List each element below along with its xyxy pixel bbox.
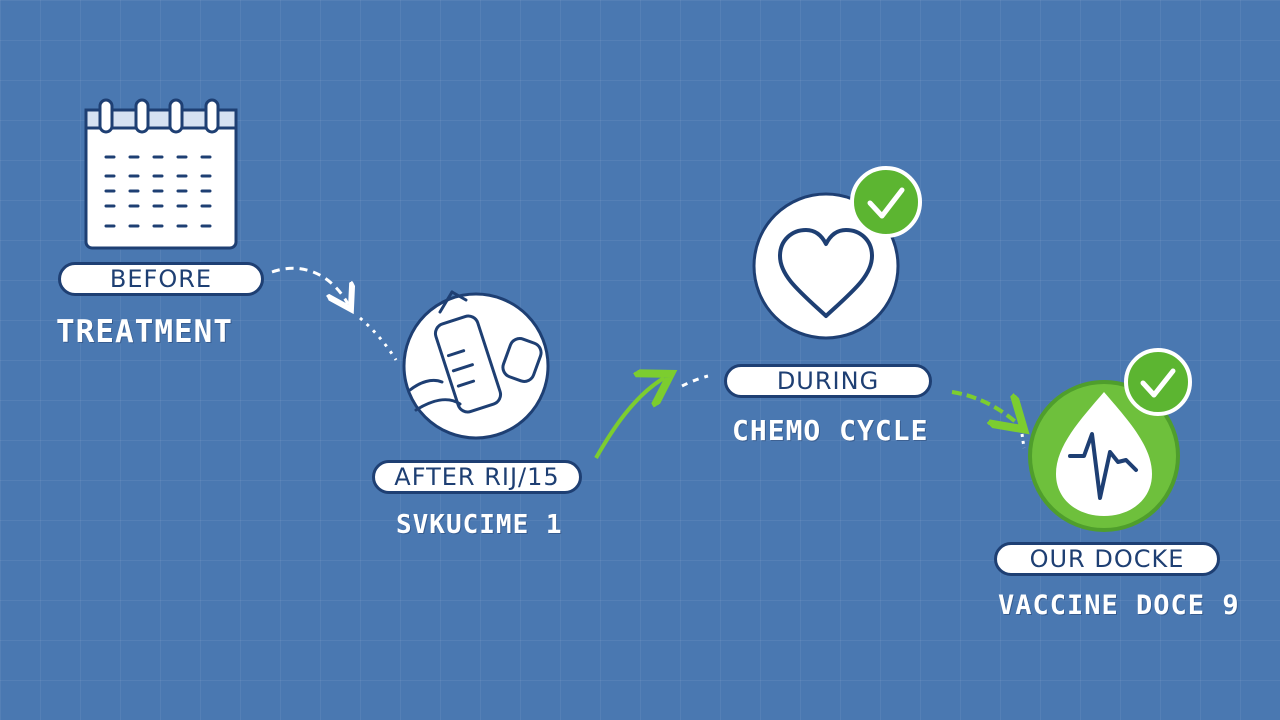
syringe-icon xyxy=(402,290,550,440)
stage-2-caption: SVKUCIME 1 xyxy=(396,510,563,540)
heart-icon xyxy=(752,192,900,340)
stage-1-caption: TREATMENT xyxy=(56,314,233,350)
connector-arrow xyxy=(359,316,398,361)
connector-arrow xyxy=(951,390,1018,424)
connector-arrow xyxy=(271,266,348,304)
pulse-drop-icon xyxy=(1028,380,1180,532)
check-badge-icon xyxy=(850,166,922,238)
connector-arrow xyxy=(1020,433,1026,449)
stage-1-pill: BEFORE xyxy=(58,262,264,296)
stage-4-pill: OUR DOCKE xyxy=(994,542,1220,576)
stage-2-pill: AFTER RIJ/15 xyxy=(372,460,582,494)
connector-arrow xyxy=(681,374,709,388)
stage-3-pill: DURING xyxy=(724,364,932,398)
check-badge-icon xyxy=(1124,348,1192,416)
stage-3-caption: CHEMO CYCLE xyxy=(732,414,929,447)
stage-4-caption: VACCINE DOCE 9 xyxy=(998,590,1240,621)
calendar-icon xyxy=(84,98,238,250)
connector-arrow xyxy=(594,378,664,459)
